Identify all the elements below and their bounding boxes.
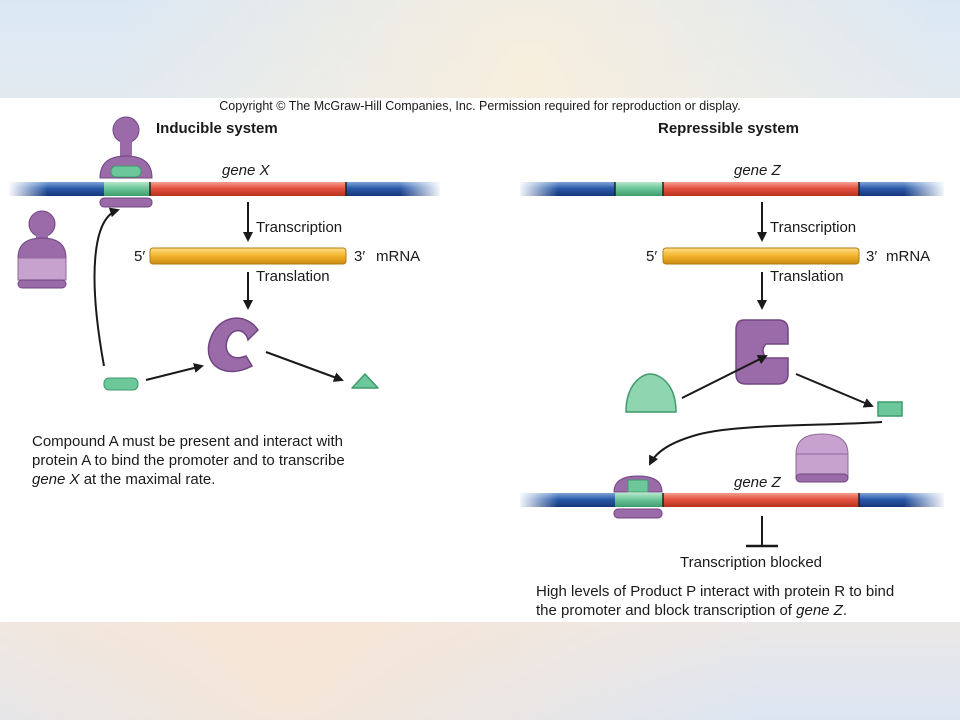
five-prime-label-z: 5′ [646, 248, 658, 265]
caption-line-2-end: . [842, 602, 848, 619]
feedback-arrow [649, 421, 883, 466]
figure-panel: Copyright © The McGraw-Hill Companies, I… [0, 98, 960, 622]
inducible-caption-line-1: Compound A must be present and interact … [32, 433, 344, 450]
caption-gene-x: gene X [32, 471, 80, 488]
five-prime-label: 5′ [134, 248, 146, 265]
caption-line-3-rest: at the maximal rate. [79, 471, 216, 488]
product-triangle [351, 373, 379, 389]
inducible-caption: Compound A must be present and interact … [32, 432, 432, 489]
gene-z-bottom-label: gene Z [734, 474, 781, 491]
enzyme-c [207, 317, 259, 373]
inducible-dna [8, 180, 442, 198]
repressible-caption-line-2: the promoter and block transcription of … [536, 601, 956, 620]
repressible-heading: Repressible system [658, 120, 799, 137]
translation-label: Translation [256, 268, 330, 285]
substrate-arrow-z [681, 355, 768, 399]
substrate-arrow [145, 363, 204, 381]
three-prime-label: 3′ [354, 248, 366, 265]
enzyme-cup [735, 319, 789, 385]
inducible-heading: Inducible system [156, 120, 278, 137]
inducible-caption-line-3: gene X at the maximal rate. [32, 470, 432, 489]
inducible-caption-line-2: protein A to bind the promoter and to tr… [32, 452, 345, 469]
transcription-label-z: Transcription [770, 219, 857, 236]
transcription-label: Transcription [256, 219, 343, 236]
translation-label-z: Translation [770, 268, 844, 285]
mrna-bar [149, 247, 347, 265]
bound-repressor-r [613, 475, 663, 519]
mrna-label-z: mRNA [886, 248, 931, 265]
regulation-diagram [8, 116, 946, 548]
repressible-caption-line-1: High levels of Product P interact with p… [536, 583, 895, 600]
caption-line-2-pre: the promoter and block transcription of [536, 602, 797, 619]
compound-a [103, 377, 139, 391]
free-protein-r [795, 433, 849, 483]
product-arrow [265, 351, 344, 382]
repressible-dna-top [518, 180, 946, 198]
repressible-caption: High levels of Product P interact with p… [536, 582, 956, 620]
caption-gene-z: gene Z [796, 602, 843, 619]
gene-x-label: gene X [222, 162, 270, 179]
copyright-notice: Copyright © The McGraw-Hill Companies, I… [219, 99, 741, 113]
product-arrow-z [795, 373, 874, 408]
three-prime-label-z: 3′ [866, 248, 878, 265]
binding-arrow [93, 207, 120, 367]
repressible-dna-bottom [518, 491, 946, 509]
mrna-label: mRNA [376, 248, 421, 265]
free-protein-a [17, 210, 67, 289]
transcription-blocked-label: Transcription blocked [680, 554, 823, 571]
bound-protein-a [99, 116, 153, 208]
product-p [877, 401, 903, 417]
substrate-dome [625, 373, 677, 413]
gene-z-top-label: gene Z [734, 162, 781, 179]
mrna-bar-z [662, 247, 860, 265]
